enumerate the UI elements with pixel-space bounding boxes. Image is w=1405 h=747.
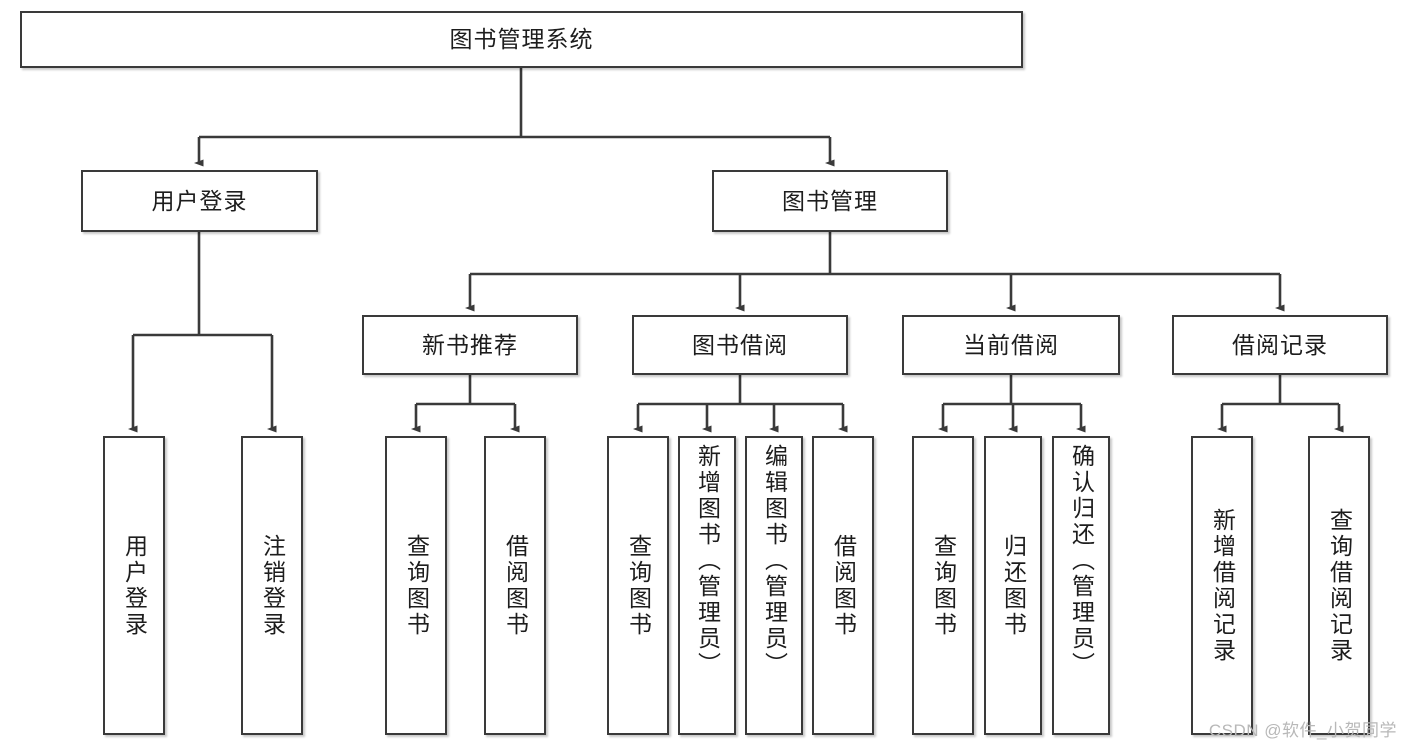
node-label: 当前借阅 xyxy=(963,331,1059,358)
node-label: 新书推荐 xyxy=(422,331,518,358)
node-user-login[interactable]: 用户登录 xyxy=(81,170,318,232)
node-current-borrow[interactable]: 当前借阅 xyxy=(902,315,1120,375)
node-label: 借阅图书 xyxy=(830,533,857,638)
node-leaf-query-book-current[interactable]: 查询图书 xyxy=(912,436,974,735)
node-label: 新增图书（管理员） xyxy=(694,444,721,678)
node-label: 归还图书 xyxy=(1000,533,1027,638)
node-label: 注销登录 xyxy=(259,533,286,638)
node-book-borrow[interactable]: 图书借阅 xyxy=(632,315,848,375)
node-label: 用户登录 xyxy=(151,187,248,214)
node-leaf-user-login[interactable]: 用户登录 xyxy=(103,436,165,735)
node-label: 图书管理 xyxy=(782,187,878,214)
watermark-text: CSDN @软件_小贺同学 xyxy=(1208,721,1397,740)
node-leaf-add-borrow-record[interactable]: 新增借阅记录 xyxy=(1191,436,1253,735)
node-new-book-rec[interactable]: 新书推荐 xyxy=(362,315,578,375)
node-label: 编辑图书（管理员） xyxy=(761,444,788,678)
node-book-manage[interactable]: 图书管理 xyxy=(712,170,948,232)
node-leaf-return-book[interactable]: 归还图书 xyxy=(984,436,1042,735)
node-label: 借阅记录 xyxy=(1232,331,1328,358)
node-label: 用户登录 xyxy=(121,533,148,638)
node-root-system[interactable]: 图书管理系统 xyxy=(20,11,1023,68)
node-leaf-edit-book[interactable]: 编辑图书（管理员） xyxy=(745,436,803,735)
node-leaf-query-borrow-record[interactable]: 查询借阅记录 xyxy=(1308,436,1370,735)
node-label: 图书管理系统 xyxy=(449,26,594,53)
node-label: 查询借阅记录 xyxy=(1326,507,1353,664)
node-label: 查询图书 xyxy=(625,533,652,638)
node-leaf-query-book-rec[interactable]: 查询图书 xyxy=(385,436,447,735)
node-borrow-record[interactable]: 借阅记录 xyxy=(1172,315,1388,375)
node-label: 查询图书 xyxy=(930,533,957,638)
node-leaf-confirm-return[interactable]: 确认归还（管理员） xyxy=(1052,436,1110,735)
node-label: 新增借阅记录 xyxy=(1209,507,1236,664)
node-leaf-add-book[interactable]: 新增图书（管理员） xyxy=(678,436,736,735)
node-leaf-borrow-book-rec[interactable]: 借阅图书 xyxy=(484,436,546,735)
node-label: 借阅图书 xyxy=(502,533,529,638)
node-leaf-borrow-book[interactable]: 借阅图书 xyxy=(812,436,874,735)
node-label: 确认归还（管理员） xyxy=(1068,444,1095,678)
node-leaf-user-logout[interactable]: 注销登录 xyxy=(241,436,303,735)
node-leaf-query-book[interactable]: 查询图书 xyxy=(607,436,669,735)
node-label: 查询图书 xyxy=(403,533,430,638)
node-label: 图书借阅 xyxy=(692,331,788,358)
